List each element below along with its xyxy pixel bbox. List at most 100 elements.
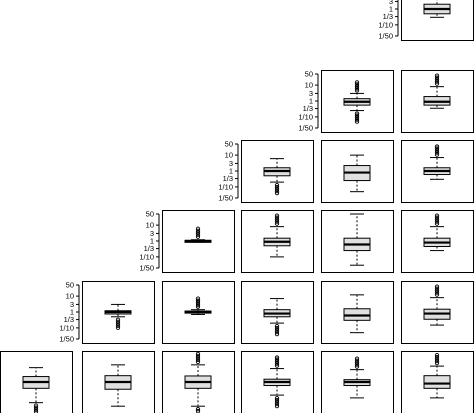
y-tick-label: 50 xyxy=(225,140,233,149)
y-tick-label: 1 xyxy=(309,97,313,106)
outlier-point-high xyxy=(434,354,440,360)
y-tick-label: 50 xyxy=(146,210,154,219)
y-tick-label: 1 xyxy=(229,167,233,176)
outlier-point-high xyxy=(274,219,280,224)
y-tick-label: 1/50 xyxy=(59,335,74,344)
y-tick-label: 1/3 xyxy=(223,174,233,183)
outlier-point-high xyxy=(434,79,440,84)
box xyxy=(423,375,451,389)
outlier-point-low xyxy=(354,113,360,118)
y-tick-label: 1/3 xyxy=(64,315,74,324)
outlier-point-low xyxy=(274,325,280,331)
y-tick-label: 1/50 xyxy=(378,32,393,41)
outlier-point-low xyxy=(115,319,121,324)
outlier-point-low xyxy=(274,403,280,409)
outlier-point-low xyxy=(274,190,280,196)
y-tick-label: 10 xyxy=(146,221,154,230)
y-tick-label: 1/50 xyxy=(218,194,233,203)
y-tick-label: 10 xyxy=(305,81,313,90)
outlier-point-high xyxy=(274,361,280,366)
panel-frame xyxy=(401,281,474,344)
outlier-point-high xyxy=(195,298,201,303)
outlier-point-low xyxy=(115,323,121,328)
outlier-point-high xyxy=(354,364,360,369)
y-tick-label: 1/3 xyxy=(144,244,154,253)
outlier-point-high xyxy=(274,355,280,360)
outlier-point-high xyxy=(195,300,201,305)
outlier-point-high xyxy=(354,362,360,367)
outlier-point-low xyxy=(354,117,360,122)
y-tick-label: 1 xyxy=(70,308,74,317)
outlier-point-high xyxy=(434,213,440,218)
y-tick-label: 3 xyxy=(309,89,313,98)
outlier-point-high xyxy=(434,150,440,155)
outlier-point-low xyxy=(33,405,39,410)
y-tick-label: 50 xyxy=(66,281,74,290)
y-tick-label: 1/10 xyxy=(378,20,393,29)
outlier-point-low xyxy=(33,403,39,408)
outlier-point-high xyxy=(354,86,360,91)
outlier-point-high xyxy=(274,217,280,222)
outlier-point-high xyxy=(434,73,440,78)
outlier-point-high xyxy=(195,234,201,239)
outlier-point-high xyxy=(434,81,440,86)
y-tick-label: 3 xyxy=(70,300,74,309)
outlier-point-high xyxy=(195,357,201,362)
outlier-point-high xyxy=(434,148,440,153)
y-tick-label: 1 xyxy=(389,5,393,14)
y-tick-label: 3 xyxy=(150,229,154,238)
outlier-point-low xyxy=(274,323,280,329)
outlier-point-high xyxy=(434,288,440,293)
y-tick-label: 1/50 xyxy=(298,124,313,133)
outlier-point-low xyxy=(115,325,121,330)
y-tick-label: 1 xyxy=(150,237,154,246)
outlier-point-low xyxy=(274,329,280,335)
outlier-point-high xyxy=(434,217,440,222)
y-tick-label: 10 xyxy=(225,151,233,160)
outlier-point-high xyxy=(434,356,440,362)
outlier-point-low xyxy=(274,184,280,190)
outlier-point-low xyxy=(274,182,280,188)
outlier-point-high xyxy=(195,351,201,356)
y-tick-label: 1/3 xyxy=(303,104,313,113)
outlier-point-high xyxy=(434,219,440,224)
outlier-point-high xyxy=(354,84,360,89)
y-tick-label: 1/10 xyxy=(59,323,74,332)
outlier-point-high xyxy=(195,232,201,237)
outlier-point-low xyxy=(354,111,360,116)
outlier-point-high xyxy=(434,77,440,82)
outlier-point-high xyxy=(274,359,280,364)
y-tick-label: 1/50 xyxy=(139,264,154,273)
outlier-point-high xyxy=(195,355,201,360)
outlier-point-high xyxy=(195,230,201,235)
outlier-point-high xyxy=(354,358,360,363)
outlier-point-high xyxy=(434,290,440,295)
y-tick-label: 1/3 xyxy=(383,12,393,21)
outlier-point-low xyxy=(195,407,201,412)
outlier-point-high xyxy=(434,75,440,80)
outlier-point-high xyxy=(354,88,360,93)
outlier-point-low xyxy=(33,407,39,412)
y-tick-label: 1/10 xyxy=(298,112,313,121)
outlier-point-low xyxy=(274,327,280,333)
outlier-point-high xyxy=(434,358,440,364)
outlier-point-high xyxy=(354,356,360,361)
outlier-point-high xyxy=(195,302,201,307)
outlier-point-high xyxy=(354,360,360,365)
outlier-point-low xyxy=(274,395,280,401)
outlier-point-high xyxy=(195,304,201,309)
outlier-point-low xyxy=(354,115,360,120)
outlier-point-high xyxy=(195,359,201,364)
outlier-point-high xyxy=(274,213,280,218)
outlier-point-high xyxy=(195,228,201,233)
outlier-point-high xyxy=(434,360,440,366)
y-tick-label: 10 xyxy=(66,292,74,301)
outlier-point-high xyxy=(434,286,440,291)
outlier-point-low xyxy=(115,321,121,326)
outlier-point-low xyxy=(274,397,280,403)
outlier-point-low xyxy=(33,409,39,413)
outlier-point-low xyxy=(354,119,360,124)
outlier-point-high xyxy=(434,144,440,149)
outlier-point-high xyxy=(195,353,201,358)
